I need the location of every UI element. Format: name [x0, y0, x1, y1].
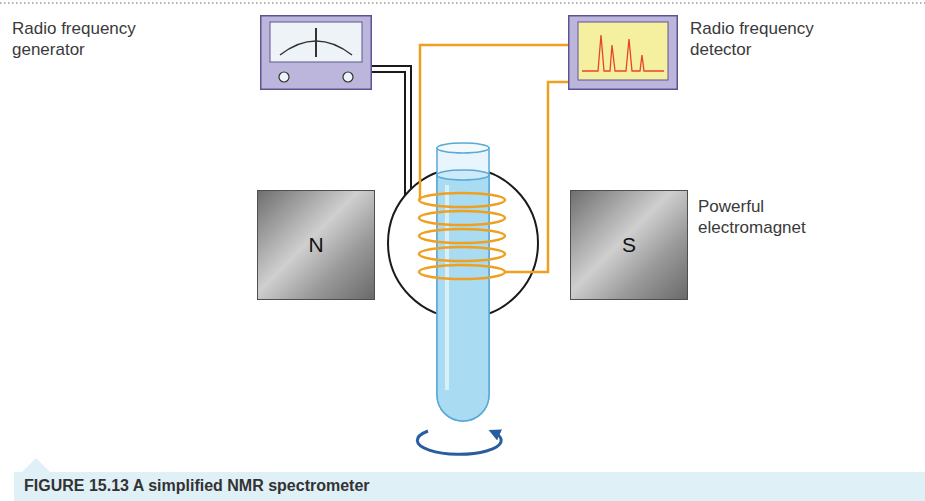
screen-symbol — [568, 15, 678, 90]
magnet-block: S Powerful electromagnet — [570, 190, 838, 300]
node-label: N — [308, 232, 323, 258]
node-label: Powerful electromagnet — [698, 196, 838, 239]
rotation-arrow — [417, 431, 501, 454]
caption-box: FIGURE 15.13 A simplified NMR spectromet… — [24, 477, 370, 495]
node-label: S — [622, 232, 636, 258]
figure-caption: FIGURE 15.13 A simplified NMR spectromet… — [24, 477, 370, 494]
magnet-block: N — [257, 190, 375, 300]
magnet-pole: N — [257, 190, 375, 300]
coil — [419, 193, 505, 279]
sample-tube — [437, 143, 489, 421]
generator-box — [260, 15, 372, 90]
magnet-pole: S — [570, 190, 688, 300]
meter-symbol — [260, 15, 372, 90]
instrument-box: Radio frequency generator — [12, 15, 372, 90]
node-label: Radio frequency generator — [12, 18, 162, 61]
instrument-box: Radio frequency detector — [568, 15, 840, 90]
caption-band — [14, 458, 925, 501]
node-label: Radio frequency detector — [690, 18, 840, 61]
detector-wire — [420, 45, 568, 272]
dotted-rule — [0, 2, 925, 4]
detector-box — [568, 15, 678, 90]
